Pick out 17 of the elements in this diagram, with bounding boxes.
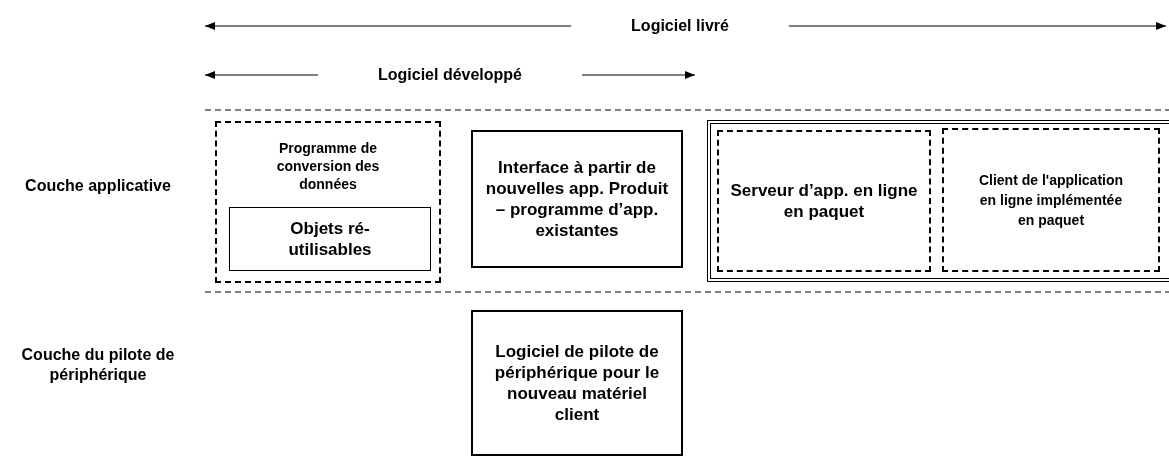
- layer-label: Couche du pilote de périphérique: [20, 345, 176, 385]
- layer-label: Couche applicative: [24, 176, 172, 196]
- box-text: Programme de conversion des données: [275, 139, 381, 193]
- box-text: Objets ré-utilisables: [287, 218, 373, 260]
- outline-box: [707, 120, 1169, 282]
- group-box: [215, 121, 441, 283]
- box-text: Logiciel de pilote de périphérique pour le nouveau matériel client: [493, 341, 661, 425]
- component-box: [942, 128, 1160, 272]
- component-box: [717, 130, 931, 272]
- box-text: Serveur d’app. en ligne en paquet: [729, 180, 919, 222]
- component-box: [471, 130, 683, 268]
- box-text: Interface à partir de nouvelles app. Produit – programme d’app. existantes: [484, 157, 670, 241]
- span-label: Logiciel développé: [377, 65, 523, 85]
- component-box: [471, 310, 683, 456]
- component-box: [229, 207, 431, 271]
- span-label: Logiciel livré: [630, 16, 730, 36]
- box-text: Client de l'application en ligne implémentée en paquet: [977, 171, 1125, 230]
